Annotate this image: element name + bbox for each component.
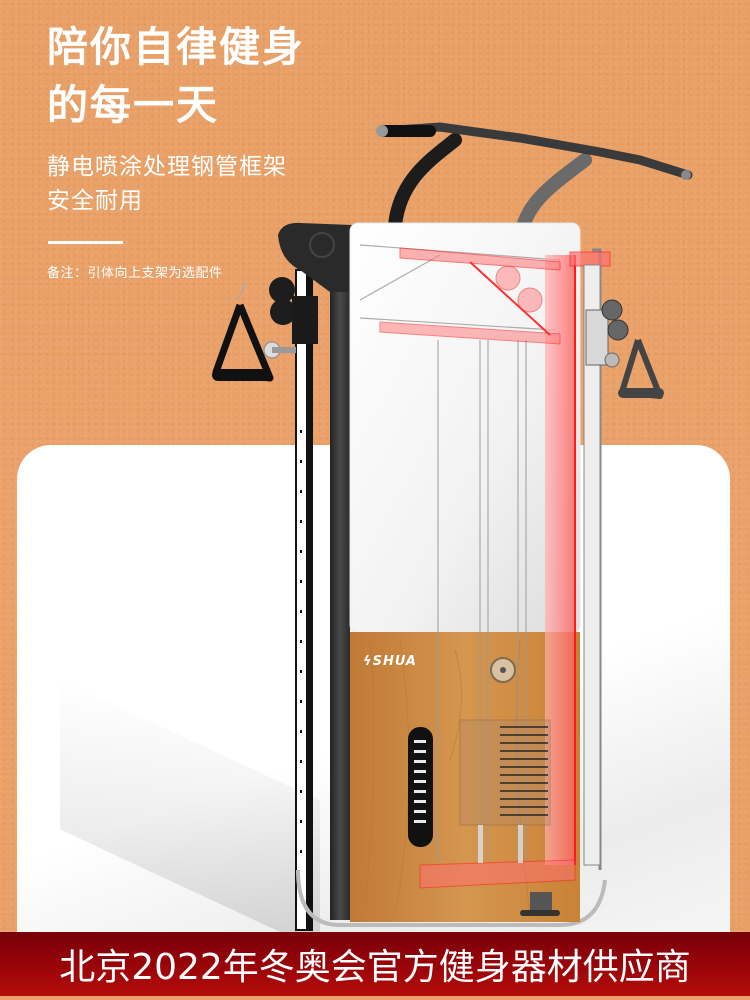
left-column <box>212 222 352 931</box>
headline-line-1: 陪你自律健身 <box>47 23 305 71</box>
headline: 陪你自律健身 的每一天 <box>47 18 305 134</box>
lightning-bolt-icon: ϟ <box>363 654 373 669</box>
subtitle-line-2: 安全耐用 <box>47 188 143 214</box>
divider-line <box>48 241 123 244</box>
weight-stack <box>459 719 551 863</box>
right-column <box>583 264 664 866</box>
feature-subtitle: 静电喷涂处理钢管框架 安全耐用 <box>47 150 287 218</box>
banner-text: 北京2022年冬奥会官方健身器材供应商 <box>59 947 691 988</box>
bottom-strip <box>0 996 750 1000</box>
headline-line-2: 的每一天 <box>47 81 219 129</box>
subtitle-line-1: 静电喷涂处理钢管框架 <box>47 154 287 180</box>
brand-name: SHUA <box>372 654 417 669</box>
transparent-panel <box>349 222 611 922</box>
sponsor-banner: 北京2022年冬奥会官方健身器材供应商 <box>0 932 750 996</box>
footnote: 备注：引体向上支架为选配件 <box>47 266 223 281</box>
brand-logo: ϟSHUA <box>363 654 417 669</box>
red-frame-highlight <box>379 247 611 889</box>
